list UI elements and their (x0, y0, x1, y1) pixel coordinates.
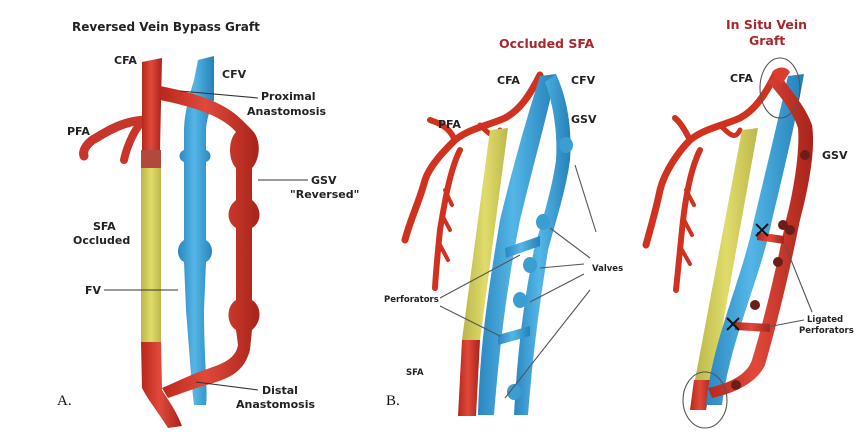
label-valves: Valves (592, 264, 623, 274)
gsv-reversed-graft (160, 86, 260, 398)
sfa-occluded-segment (141, 165, 161, 345)
label-cfv-b: CFV (571, 74, 596, 87)
panel-a-title: Reversed Vein Bypass Graft (72, 20, 260, 34)
label-proximal-2: Anastomosis (247, 105, 326, 118)
distal-anastomosis-circle (682, 371, 728, 429)
label-cfa-a: CFA (114, 54, 137, 67)
perforator-upper (505, 236, 540, 258)
label-fv: FV (85, 284, 102, 297)
label-ligated-2: Perforators (799, 326, 854, 336)
label-cfa-c: CFA (730, 72, 753, 85)
label-distal-1: Distal (262, 384, 298, 397)
perforators-leader-lower (439, 305, 501, 337)
label-sfa-occluded: Occluded (73, 234, 130, 247)
pfa-artery-b (401, 71, 544, 291)
label-gsv-b: GSV (571, 113, 597, 126)
label-gsv-c: GSV (822, 149, 848, 162)
pfa-artery-c (642, 71, 779, 293)
label-perforators: Perforators (384, 295, 439, 305)
label-sfa-a: SFA (93, 220, 116, 233)
label-cfa-b: CFA (497, 74, 520, 87)
in-situ-gsv-graft (708, 67, 814, 398)
label-gsv-reversed: "Reversed" (290, 188, 359, 201)
proximal-anastomosis-circle (759, 57, 801, 119)
ligation-x-mark-upper (755, 223, 769, 237)
sfa-artery-b (458, 128, 508, 416)
distal-leader (195, 381, 259, 391)
label-pfa-a: PFA (67, 125, 90, 138)
panel-a-letter: A. (57, 393, 72, 409)
panel-c-title-2: Graft (749, 33, 785, 48)
panel-b-letter: B. (386, 393, 400, 409)
label-proximal-1: Proximal (261, 90, 316, 103)
valves-leaders (504, 164, 597, 399)
panel-a: Reversed Vein Bypass Graft CFA CFV Proxi… (57, 20, 359, 428)
cfv-vein-b (478, 74, 556, 415)
label-sfa-b: SFA (406, 368, 424, 378)
panel-c-title-1: In Situ Vein (726, 17, 807, 32)
label-pfa-b: PFA (438, 118, 461, 131)
label-distal-2: Anastomosis (236, 398, 315, 411)
fv-vein-a (178, 56, 214, 405)
ligated-leader-lower (761, 319, 805, 329)
label-ligated-1: Ligated (807, 315, 843, 325)
perforators-leader-upper (439, 254, 521, 299)
ligated-perforator-upper (757, 232, 784, 244)
panel-b: Occluded SFA (384, 36, 623, 416)
label-cfv-a: CFV (222, 68, 247, 81)
gsv-vein-b (498, 74, 573, 415)
ligated-leader-upper (784, 244, 813, 313)
perforator-lower (498, 326, 530, 345)
panel-c: In Situ Vein Graft (642, 17, 854, 429)
ligated-perforator-lower (735, 322, 770, 332)
ligation-x-mark-lower (726, 317, 740, 331)
label-gsv-a: GSV (311, 174, 337, 187)
panel-b-title: Occluded SFA (499, 36, 594, 51)
pfa-artery (79, 115, 153, 164)
proximal-leader (179, 90, 259, 99)
sfa-artery-a (141, 58, 182, 428)
